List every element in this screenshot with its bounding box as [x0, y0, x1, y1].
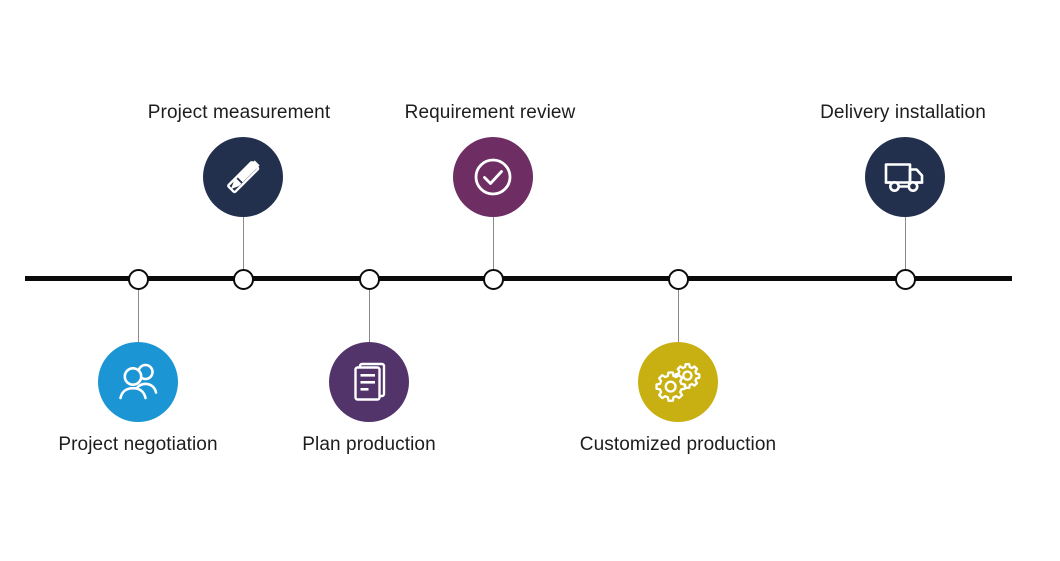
- pencil-ruler-icon: [220, 154, 266, 200]
- check-circle-icon: [470, 154, 516, 200]
- icon-bubble-customized-production[interactable]: [638, 342, 718, 422]
- step-label-3: Plan production: [302, 434, 436, 455]
- connector-stem-1: [137, 279, 139, 342]
- connector-stem-3: [368, 279, 370, 342]
- icon-bubble-delivery-installation[interactable]: [865, 137, 945, 217]
- two-people-icon: [115, 361, 161, 403]
- icon-bubble-plan-production[interactable]: [329, 342, 409, 422]
- timeline-marker-4[interactable]: [482, 268, 504, 290]
- step-label-6: Delivery installation: [820, 102, 986, 123]
- step-label-1: Project negotiation: [58, 434, 218, 455]
- timeline-axis: [25, 276, 1012, 281]
- timeline-marker-2[interactable]: [232, 268, 254, 290]
- icon-bubble-project-negotiation[interactable]: [98, 342, 178, 422]
- timeline-marker-6[interactable]: [894, 268, 916, 290]
- connector-stem-5: [677, 279, 679, 342]
- step-label-4: Requirement review: [404, 102, 576, 123]
- icon-bubble-project-measurement[interactable]: [203, 137, 283, 217]
- timeline-marker-3[interactable]: [358, 268, 380, 290]
- gears-icon: [654, 359, 702, 405]
- step-label-2: Project measurement: [147, 102, 331, 123]
- documents-icon: [348, 360, 390, 404]
- truck-icon: [882, 157, 928, 197]
- timeline-marker-5[interactable]: [667, 268, 689, 290]
- step-label-5: Customized production: [579, 434, 777, 455]
- timeline-marker-1[interactable]: [127, 268, 149, 290]
- icon-bubble-requirement-review[interactable]: [453, 137, 533, 217]
- connector-stem-6: [904, 217, 906, 280]
- connector-stem-4: [492, 217, 494, 280]
- connector-stem-2: [242, 217, 244, 280]
